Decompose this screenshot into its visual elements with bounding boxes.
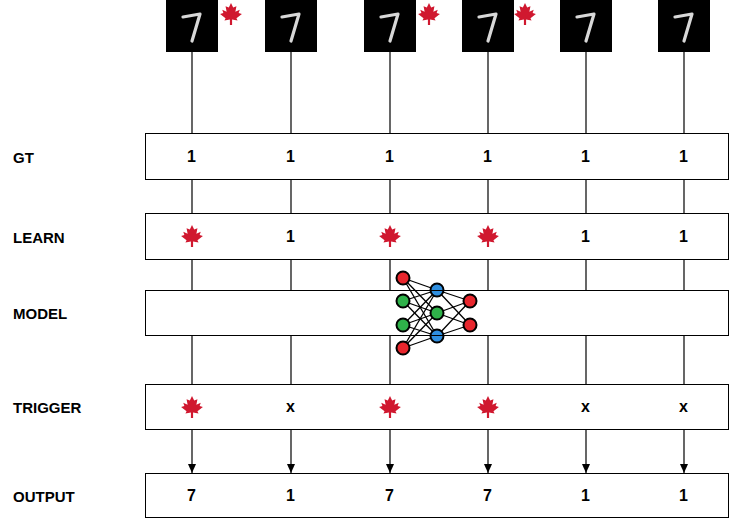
connector — [290, 180, 291, 213]
trigger-marks — [220, 3, 536, 25]
cell-value: 1 — [581, 148, 590, 166]
row-band: GT111111 — [145, 133, 729, 180]
row-label: TRIGGER — [13, 399, 81, 416]
connector — [683, 180, 684, 213]
cell-value: 7 — [385, 487, 394, 505]
cell-value: 7 — [187, 487, 196, 505]
connector — [585, 180, 586, 213]
cell-value: 1 — [286, 148, 295, 166]
image-leads — [192, 52, 684, 133]
cell-value: 1 — [187, 148, 196, 166]
cell-value: 1 — [679, 487, 688, 505]
row-label: LEARN — [13, 228, 65, 245]
connector — [487, 180, 488, 213]
row-label: MODEL — [13, 305, 67, 322]
connector — [585, 430, 586, 473]
cell-value: 1 — [286, 228, 295, 246]
cell-value: 7 — [483, 487, 492, 505]
connector — [389, 430, 390, 473]
cell-value: 1 — [581, 228, 590, 246]
learn-leaves — [181, 225, 499, 247]
cell-value: 1 — [286, 487, 295, 505]
cell-value: 1 — [679, 228, 688, 246]
cell-value: 1 — [483, 148, 492, 166]
connector — [389, 180, 390, 213]
cell-value: x — [286, 398, 295, 416]
connector — [191, 180, 192, 213]
connector — [290, 336, 291, 384]
connector — [585, 336, 586, 384]
connector — [389, 260, 390, 290]
connector — [389, 336, 390, 384]
cell-value: 1 — [385, 148, 394, 166]
connector — [487, 336, 488, 384]
row-label: GT — [13, 148, 34, 165]
neural-net-icon — [397, 272, 477, 355]
digit-images — [166, 0, 710, 52]
row-band: MODEL — [145, 290, 729, 336]
row-band: TRIGGERxxx — [145, 384, 729, 430]
connector — [191, 430, 192, 473]
row-label: OUTPUT — [13, 487, 75, 504]
row-band: OUTPUT717711 — [145, 473, 729, 518]
trigger-leaves — [181, 396, 499, 418]
cell-value: x — [581, 398, 590, 416]
row-band: LEARN111 — [145, 213, 729, 260]
connector — [683, 260, 684, 290]
cell-value: x — [679, 398, 688, 416]
connector — [683, 430, 684, 473]
connector — [683, 336, 684, 384]
cell-value: 1 — [679, 148, 688, 166]
connector — [290, 260, 291, 290]
connector — [191, 336, 192, 384]
connector — [487, 260, 488, 290]
connector — [487, 430, 488, 473]
cell-value: 1 — [581, 487, 590, 505]
connector — [290, 430, 291, 473]
connector — [585, 260, 586, 290]
connector — [191, 260, 192, 290]
